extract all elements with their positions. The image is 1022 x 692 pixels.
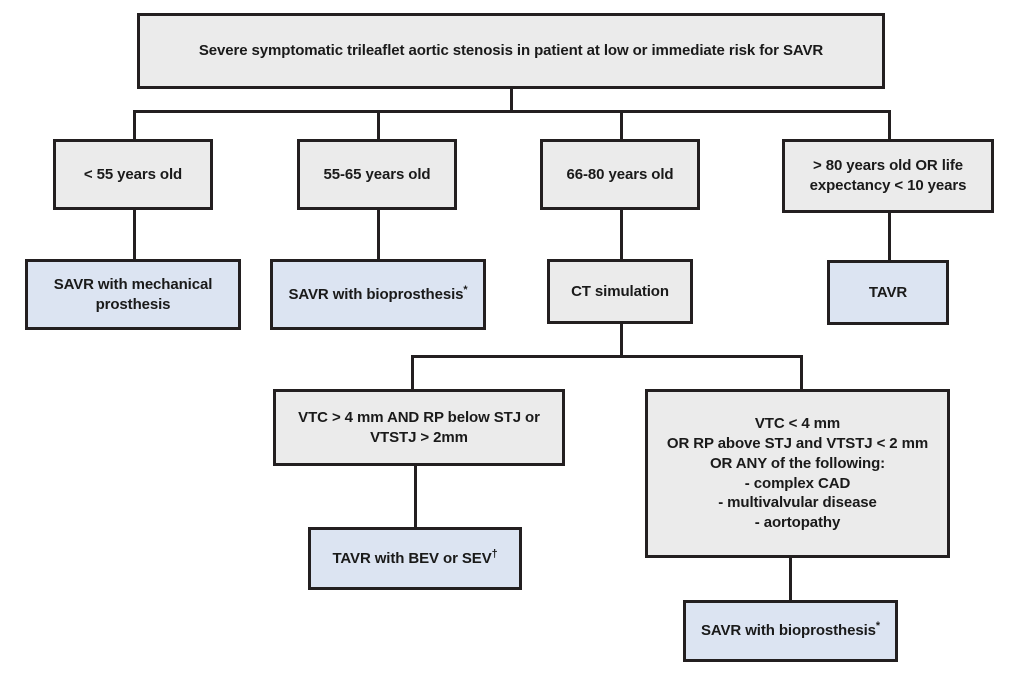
node-savr-bioprosthesis-top[interactable]: SAVR with bioprosthesis* bbox=[270, 259, 486, 330]
connector-age-under-55-to-savr-mechanical bbox=[133, 209, 136, 259]
connector-bus-to-age-over-80 bbox=[888, 110, 891, 140]
node-savr-mechanical[interactable]: SAVR with mechanical prosthesis bbox=[25, 259, 241, 330]
node-age-under-55[interactable]: < 55 years old bbox=[53, 139, 213, 210]
connector-ct-bus-to-vtc-unfavorable bbox=[800, 355, 803, 389]
node-age-55-65-label: 55-65 years old bbox=[323, 165, 431, 183]
node-age-66-80[interactable]: 66-80 years old bbox=[540, 139, 700, 210]
connector-bus-to-age-under-55 bbox=[133, 110, 136, 140]
node-age-over-80-line2: expectancy < 10 years bbox=[809, 177, 967, 194]
connector-ct-simulation-stem bbox=[620, 323, 623, 357]
node-vtc-unfavorable-line6: - aortopathy bbox=[754, 514, 841, 532]
node-vtc-unfavorable-line1: VTC < 4 mm bbox=[754, 415, 841, 433]
node-root-label: Severe symptomatic trileaflet aortic ste… bbox=[198, 42, 824, 60]
node-vtc-unfavorable-line4: - complex CAD bbox=[744, 474, 851, 492]
node-age-55-65[interactable]: 55-65 years old bbox=[297, 139, 457, 210]
node-vtc-favorable-line2: VTSTJ > 2mm bbox=[370, 428, 468, 446]
connector-vtc-unfavorable-to-savr-bioprosthesis bbox=[789, 557, 792, 601]
node-age-over-80[interactable]: > 80 years old OR life expectancy < 10 y… bbox=[782, 139, 994, 213]
node-ct-simulation[interactable]: CT simulation bbox=[547, 259, 693, 324]
node-vtc-unfavorable-line5: - multivalvular disease bbox=[718, 494, 877, 512]
node-age-over-80-line1: > 80 years old OR life bbox=[813, 157, 963, 175]
node-tavr[interactable]: TAVR bbox=[827, 260, 949, 325]
node-savr-mechanical-line1: SAVR with mechanical bbox=[53, 275, 213, 293]
node-root[interactable]: Severe symptomatic trileaflet aortic ste… bbox=[137, 13, 885, 89]
node-vtc-unfavorable[interactable]: VTC < 4 mm OR RP above STJ and VTSTJ < 2… bbox=[645, 389, 950, 558]
node-savr-bioprosthesis-top-label: SAVR with bioprosthesis bbox=[288, 285, 464, 303]
node-tavr-bev-sev-label: TAVR with BEV or SEV bbox=[332, 549, 492, 567]
node-vtc-unfavorable-line3: OR ANY of the following: bbox=[709, 454, 886, 472]
connector-ct-bus bbox=[411, 355, 803, 358]
connector-main-bus bbox=[133, 110, 891, 113]
connector-root-stem bbox=[510, 88, 513, 110]
node-tavr-bev-sev[interactable]: TAVR with BEV or SEV† bbox=[308, 527, 522, 590]
footnote-asterisk-icon: * bbox=[463, 283, 468, 296]
node-savr-bioprosthesis-bottom-label: SAVR with bioprosthesis bbox=[700, 622, 876, 640]
connector-age-66-80-to-ct-simulation bbox=[620, 209, 623, 259]
node-vtc-favorable[interactable]: VTC > 4 mm AND RP below STJ or VTSTJ > 2… bbox=[273, 389, 565, 466]
node-age-66-80-label: 66-80 years old bbox=[566, 165, 674, 183]
connector-bus-to-age-55-65 bbox=[377, 110, 380, 140]
node-vtc-favorable-line1: VTC > 4 mm AND RP below STJ or bbox=[298, 408, 540, 426]
connector-age-55-65-to-savr-bioprosthesis bbox=[377, 209, 380, 259]
connector-age-over-80-to-tavr bbox=[888, 212, 891, 260]
connector-bus-to-age-66-80 bbox=[620, 110, 623, 140]
node-age-under-55-label: < 55 years old bbox=[83, 165, 183, 183]
connector-ct-bus-to-vtc-favorable bbox=[411, 355, 414, 389]
node-ct-simulation-label: CT simulation bbox=[571, 282, 669, 300]
node-tavr-label: TAVR bbox=[868, 283, 908, 301]
footnote-dagger-icon: † bbox=[491, 547, 498, 560]
node-vtc-unfavorable-line2: OR RP above STJ and VTSTJ < 2 mm bbox=[666, 434, 929, 452]
node-savr-mechanical-line2: prosthesis bbox=[95, 295, 171, 313]
node-savr-bioprosthesis-bottom[interactable]: SAVR with bioprosthesis* bbox=[683, 600, 898, 662]
footnote-asterisk-bottom-icon: * bbox=[875, 620, 881, 633]
connector-vtc-favorable-to-tavr-bev-sev bbox=[414, 465, 417, 528]
